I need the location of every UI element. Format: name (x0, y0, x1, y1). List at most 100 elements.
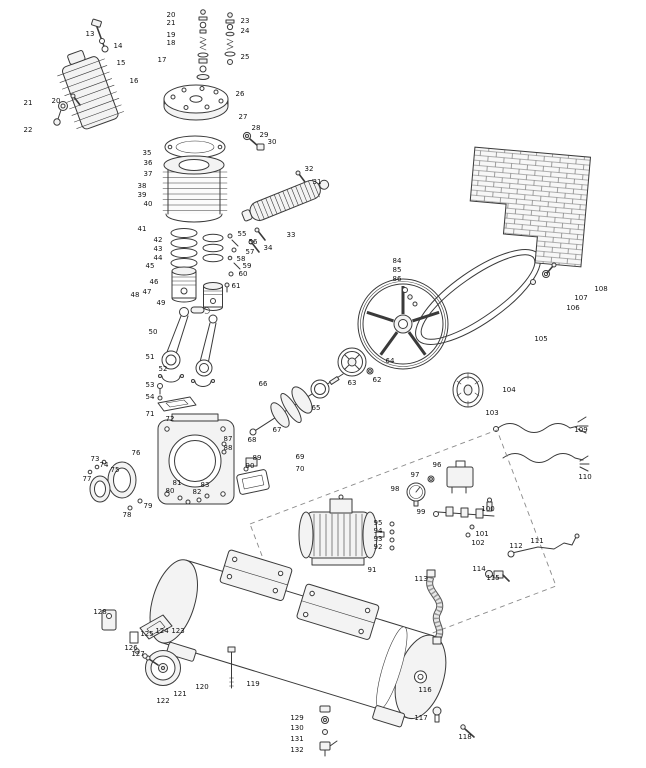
flywheel (357, 278, 449, 370)
piston-small (203, 282, 223, 311)
finned-discharge-tube (241, 178, 330, 222)
part-label-124: 124 (155, 627, 169, 635)
braided-hose (426, 569, 444, 645)
part-label-17: 17 (158, 56, 167, 64)
part-label-108: 108 (594, 285, 607, 293)
part-label-43: 43 (154, 245, 163, 253)
part-label-112: 112 (509, 542, 522, 550)
piston-rings-small (202, 233, 224, 263)
part-label-41: 41 (138, 225, 147, 233)
part-label-64: 64 (386, 357, 395, 365)
part-label-128: 128 (93, 608, 106, 616)
part-label-68: 68 (248, 436, 257, 444)
piston-rings-large (170, 228, 198, 268)
part-label-36: 36 (144, 159, 153, 167)
crankshaft (249, 373, 344, 436)
part-label-111: 111 (530, 537, 543, 545)
part-label-55: 55 (238, 230, 247, 238)
part-label-118: 118 (458, 733, 471, 741)
tank-foot (372, 705, 405, 728)
part-label-21: 21 (167, 19, 176, 27)
part-label-80: 80 (166, 487, 175, 495)
connecting-rod-large (161, 307, 189, 370)
part-label-121: 121 (173, 690, 186, 698)
hose-fittings (485, 570, 510, 582)
part-label-87: 87 (224, 435, 233, 443)
part-label-30: 30 (268, 138, 277, 146)
part-label-91: 91 (368, 566, 377, 574)
pump-saddle-plate (219, 549, 293, 601)
part-label-103: 103 (485, 409, 498, 417)
power-cable (493, 416, 589, 434)
part-label-116: 116 (418, 686, 432, 694)
part-label-76: 76 (132, 449, 141, 457)
guard-fasteners (530, 262, 557, 285)
part-label-110: 110 (578, 473, 591, 481)
part-label-86: 86 (393, 275, 402, 283)
part-label-34: 34 (264, 244, 273, 252)
part-label-92: 92 (374, 543, 383, 551)
part-labels: 1314151620211918172324252021222627282930… (24, 11, 608, 754)
saddle-bolt (227, 646, 236, 689)
part-label-20: 20 (52, 97, 61, 105)
part-label-104: 104 (502, 386, 516, 394)
part-label-132: 132 (290, 746, 303, 754)
part-label-53: 53 (146, 381, 155, 389)
part-label-90: 90 (246, 462, 255, 470)
part-label-19: 19 (167, 31, 176, 39)
part-label-63: 63 (348, 379, 357, 387)
check-valve (432, 706, 442, 723)
small-hardware-5561 (224, 233, 241, 293)
part-label-130: 130 (290, 724, 303, 732)
part-label-60: 60 (239, 270, 248, 278)
motor-saddle-plate (296, 583, 380, 640)
part-label-120: 120 (195, 683, 208, 691)
part-label-52: 52 (159, 365, 168, 373)
cylinder-head-finned (57, 50, 124, 130)
crank-pulley (337, 347, 367, 377)
part-label-57: 57 (246, 248, 255, 256)
pressure-gauge (406, 482, 426, 507)
cylinder-bolts (248, 227, 266, 253)
part-label-70: 70 (296, 465, 305, 473)
crankcase (157, 413, 235, 505)
part-label-40: 40 (144, 200, 153, 208)
part-label-98: 98 (391, 485, 400, 493)
part-label-22: 22 (24, 126, 33, 134)
part-label-23: 23 (241, 17, 250, 25)
part-label-27: 27 (239, 113, 248, 121)
part-label-96: 96 (433, 461, 442, 469)
part-label-37: 37 (144, 170, 153, 178)
part-label-75: 75 (111, 466, 120, 474)
part-label-59: 59 (243, 262, 252, 270)
part-label-114: 114 (472, 565, 486, 573)
piston-large (171, 266, 197, 303)
part-label-115: 115 (486, 574, 499, 582)
part-label-94: 94 (374, 527, 383, 535)
part-label-99: 99 (417, 508, 426, 516)
motor-hardware (389, 521, 395, 551)
air-tank (149, 549, 447, 728)
part-label-129: 129 (290, 714, 303, 722)
part-label-38: 38 (138, 182, 147, 190)
part-label-131: 131 (290, 735, 303, 743)
bolt-32 (295, 170, 306, 183)
part-label-105: 105 (534, 335, 547, 343)
discharge-elbow (242, 131, 265, 151)
wheel (145, 650, 181, 686)
part-label-67: 67 (273, 426, 282, 434)
part-label-127: 127 (131, 650, 144, 658)
part-label-46: 46 (150, 278, 159, 286)
part-label-79: 79 (144, 502, 153, 510)
bearing-covers (87, 459, 143, 511)
part-label-66: 66 (259, 380, 268, 388)
part-label-15: 15 (117, 59, 126, 67)
part-label-122: 122 (156, 697, 169, 705)
part-label-20: 20 (167, 11, 176, 19)
valve-fastener-stack-left (196, 9, 210, 80)
electric-motor (298, 494, 385, 566)
rod-caps (158, 374, 215, 387)
part-label-31: 31 (313, 178, 322, 186)
part-label-14: 14 (114, 42, 123, 50)
part-label-32: 32 (305, 165, 314, 173)
